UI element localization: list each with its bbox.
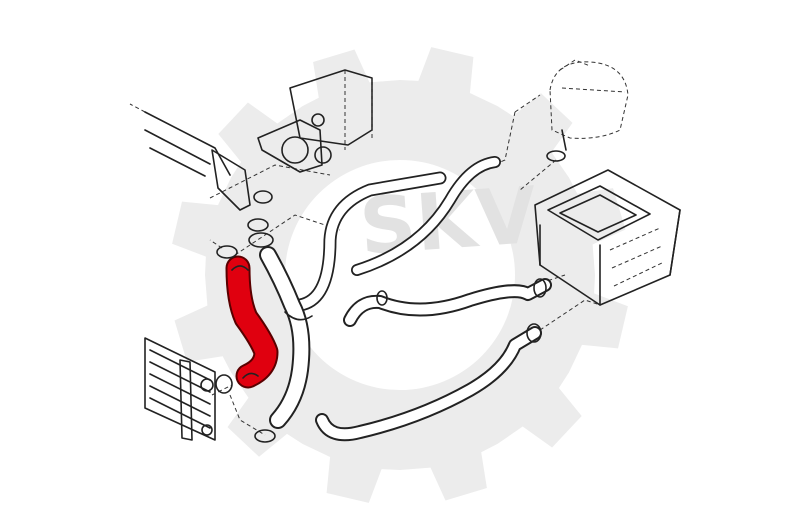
engine-block <box>129 103 331 211</box>
hose-heater-return <box>315 323 542 442</box>
thermostat-housing <box>257 69 373 173</box>
hose-heater-feed <box>343 278 552 327</box>
highlighted-radiator-hose <box>225 255 279 389</box>
hose-long-upper <box>293 156 501 312</box>
routing-lines <box>209 94 601 436</box>
expansion-tank <box>546 59 629 162</box>
gear-icon <box>172 47 628 503</box>
radiator <box>144 337 216 441</box>
hose-radiator-lower <box>248 232 313 443</box>
hose-clamps <box>215 190 273 394</box>
heater-unit <box>534 169 681 306</box>
